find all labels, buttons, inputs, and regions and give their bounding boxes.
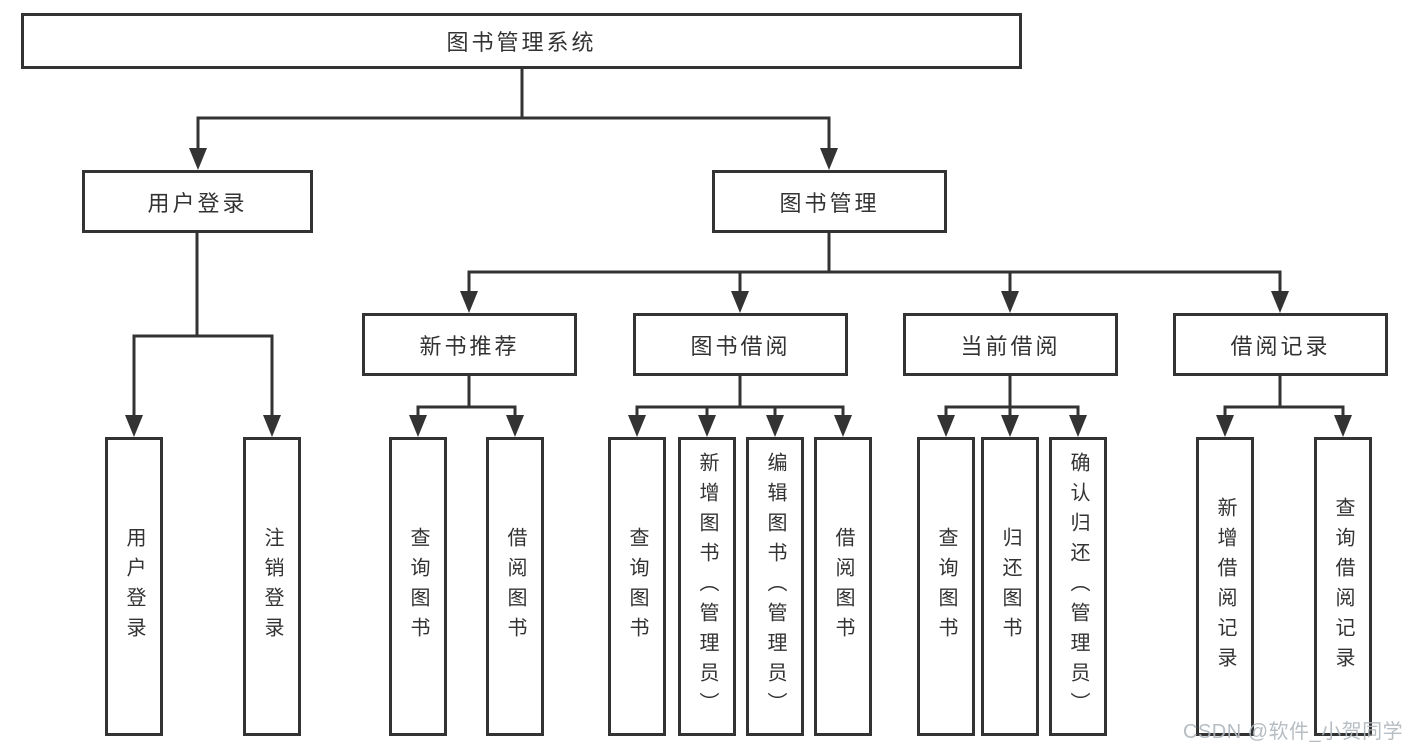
leaf-label: 确认归还（管理员） xyxy=(1067,451,1089,722)
leaf-label: 查询图书 xyxy=(626,526,648,647)
arrow-icon xyxy=(937,415,955,437)
connector-bookborrow-bar xyxy=(635,405,845,415)
connector-currentborrow-bar xyxy=(944,405,1080,415)
leaf-current-confirm-admin: 确认归还（管理员） xyxy=(1049,437,1107,736)
leaf-label: 查询图书 xyxy=(935,526,957,647)
arrow-icon xyxy=(125,415,143,437)
leaf-record-query: 查询借阅记录 xyxy=(1314,437,1372,736)
connector-userlogin-bar xyxy=(132,334,274,415)
arrow-icon xyxy=(263,415,281,437)
arrow-icon xyxy=(1334,415,1352,437)
leaf-label: 用户登录 xyxy=(123,526,145,647)
arrow-icon xyxy=(1271,291,1289,313)
csdn-watermark: CSDN @软件_小贺同学 xyxy=(1183,721,1404,743)
arrow-icon xyxy=(1216,415,1234,437)
node-root-system: 图书管理系统 xyxy=(21,13,1022,69)
leaf-label: 编辑图书（管理员） xyxy=(764,451,786,722)
arrow-icon xyxy=(834,415,852,437)
leaf-current-query: 查询图书 xyxy=(917,437,975,736)
arrow-icon xyxy=(820,148,838,170)
node-borrow-records: 借阅记录 xyxy=(1173,313,1388,376)
leaf-borrow-query: 查询图书 xyxy=(608,437,666,736)
leaf-borrow-add-admin: 新增图书（管理员） xyxy=(678,437,736,736)
leaf-label: 注销登录 xyxy=(261,526,283,647)
node-user-login: 用户登录 xyxy=(82,170,313,233)
arrow-icon xyxy=(731,291,749,313)
arrow-icon xyxy=(628,415,646,437)
arrow-icon xyxy=(766,415,784,437)
arrowheads xyxy=(125,148,1352,437)
arrow-icon xyxy=(506,415,524,437)
node-new-book-recommend: 新书推荐 xyxy=(362,313,577,376)
connector-records-bar xyxy=(1223,405,1345,415)
arrow-icon xyxy=(698,415,716,437)
leaf-borrow-edit-admin: 编辑图书（管理员） xyxy=(746,437,804,736)
leaf-user-login: 用户登录 xyxy=(105,437,163,736)
arrow-icon xyxy=(409,415,427,437)
leaf-current-return: 归还图书 xyxy=(981,437,1039,736)
leaf-label: 查询图书 xyxy=(407,526,429,647)
arrow-icon xyxy=(1001,291,1019,313)
leaf-record-add: 新增借阅记录 xyxy=(1196,437,1254,736)
leaf-borrow-borrow: 借阅图书 xyxy=(814,437,872,736)
leaf-label: 查询借阅记录 xyxy=(1332,496,1354,677)
leaf-newbook-query: 查询图书 xyxy=(389,437,447,736)
connector-level3-bar xyxy=(467,270,1282,291)
connector-level2-bar xyxy=(196,116,831,148)
leaf-label: 新增图书（管理员） xyxy=(696,451,718,722)
arrow-icon xyxy=(1001,415,1019,437)
leaf-label: 借阅图书 xyxy=(504,526,526,647)
leaf-logout: 注销登录 xyxy=(243,437,301,736)
arrow-icon xyxy=(1069,415,1087,437)
connector-newbook-bar xyxy=(416,405,517,415)
node-current-borrow: 当前借阅 xyxy=(903,313,1118,376)
leaf-label: 归还图书 xyxy=(999,526,1021,647)
node-book-borrow: 图书借阅 xyxy=(633,313,848,376)
arrow-icon xyxy=(189,148,207,170)
node-book-management: 图书管理 xyxy=(712,170,947,233)
leaf-newbook-borrow: 借阅图书 xyxy=(486,437,544,736)
leaf-label: 借阅图书 xyxy=(832,526,854,647)
arrow-icon xyxy=(460,291,478,313)
leaf-label: 新增借阅记录 xyxy=(1214,496,1236,677)
